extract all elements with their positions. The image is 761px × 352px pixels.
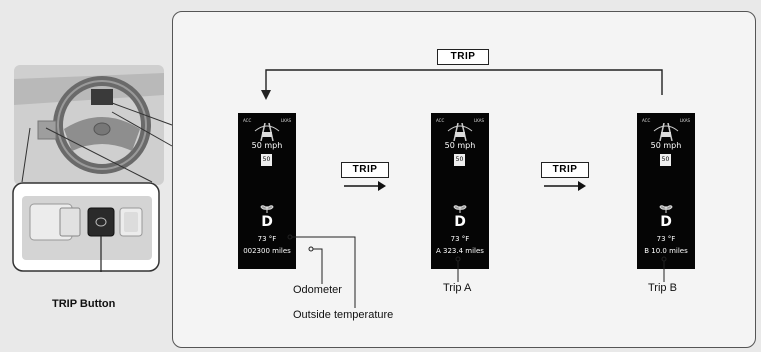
trip-button-label: TRIP Button bbox=[52, 298, 116, 310]
switch-panel-illustration bbox=[12, 182, 160, 272]
gear-indicator: D bbox=[261, 214, 273, 230]
trip-b-readout: B 10.0 miles bbox=[644, 247, 688, 255]
arrow-down-icon bbox=[261, 90, 271, 100]
speed-limit-sign: 50 bbox=[660, 154, 671, 166]
gear-indicator: D bbox=[454, 214, 466, 230]
speed-readout: 50 mph bbox=[444, 141, 476, 150]
outside-temp-readout: 73 °F bbox=[450, 235, 470, 243]
odometer-readout: 002300 miles bbox=[243, 247, 291, 255]
speed-limit-sign: 50 bbox=[454, 154, 465, 166]
trip-tag-1: TRIP bbox=[341, 162, 389, 178]
outside-temp-readout: 73 °F bbox=[257, 235, 277, 243]
odometer-label: Odometer bbox=[293, 284, 342, 296]
trip-b-label: Trip B bbox=[648, 282, 677, 294]
eco-leaf-icon bbox=[659, 205, 673, 213]
eco-leaf-icon bbox=[453, 205, 467, 213]
outside-temp-readout: 73 °F bbox=[656, 235, 676, 243]
trip-tag-2: TRIP bbox=[541, 162, 589, 178]
trip-a-readout: A 323.4 miles bbox=[436, 247, 484, 255]
dashboard-illustration bbox=[14, 65, 164, 185]
trip-a-label: Trip A bbox=[443, 282, 472, 294]
acc-indicator: ACC bbox=[642, 118, 651, 123]
cluster-display-trip-b: ACC LKAS 50 mph 50 D 73 °F B 10.0 miles bbox=[637, 113, 695, 269]
outside-temperature-label: Outside temperature bbox=[293, 309, 394, 321]
lkas-indicator: LKAS bbox=[679, 118, 690, 123]
cluster-display-trip-a: ACC LKAS 50 mph 50 D 73 °F A 323.4 miles bbox=[431, 113, 489, 269]
speed-limit-sign: 50 bbox=[261, 154, 272, 166]
speed-readout: 50 mph bbox=[251, 141, 283, 150]
road-lane-icon bbox=[447, 123, 473, 141]
lkas-indicator: LKAS bbox=[473, 118, 484, 123]
eco-leaf-icon bbox=[260, 205, 274, 213]
cluster-display-odometer: ACC LKAS 50 mph 50 D 73 °F 002300 miles bbox=[238, 113, 296, 269]
trip-tag-top: TRIP bbox=[437, 49, 489, 65]
steering-wheel-icon bbox=[53, 76, 151, 174]
road-lane-icon bbox=[254, 123, 280, 141]
road-lane-icon bbox=[653, 123, 679, 141]
acc-indicator: ACC bbox=[243, 118, 252, 123]
arrow-right-icon bbox=[544, 181, 586, 191]
speed-readout: 50 mph bbox=[650, 141, 682, 150]
acc-indicator: ACC bbox=[436, 118, 445, 123]
arrow-right-icon bbox=[344, 181, 386, 191]
gear-indicator: D bbox=[660, 214, 672, 230]
lkas-indicator: LKAS bbox=[280, 118, 291, 123]
